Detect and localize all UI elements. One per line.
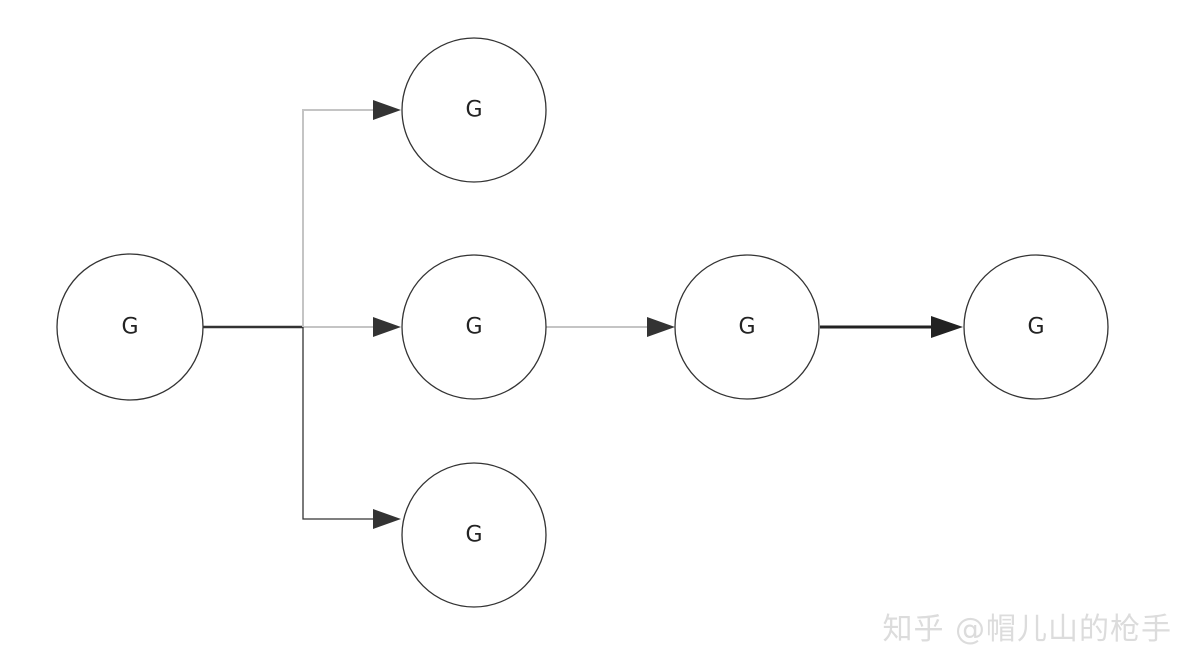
- node-circle: [674, 254, 820, 400]
- edge-to-top-node: [302, 109, 378, 327]
- edge-to-bottom-node: [302, 327, 378, 520]
- node-circle: [401, 37, 547, 183]
- watermark-text: 知乎 @帽儿山的枪手: [882, 612, 1172, 647]
- node-top: G: [401, 37, 547, 183]
- node-circle: [401, 254, 547, 400]
- node-label: G: [465, 523, 482, 548]
- node-circle: [56, 253, 204, 401]
- node-circle: [963, 254, 1109, 400]
- node-left: G: [56, 253, 204, 401]
- arrowhead-middle-node: [373, 317, 401, 337]
- arrowhead-top-node: [373, 100, 401, 120]
- node-bottom: G: [401, 462, 547, 608]
- node-far-right: G: [963, 254, 1109, 400]
- arrowhead-far-right-node: [931, 316, 963, 338]
- node-label: G: [121, 315, 138, 340]
- arrowhead-bottom-node: [373, 509, 401, 529]
- node-right: G: [674, 254, 820, 400]
- node-label: G: [465, 315, 482, 340]
- node-label: G: [465, 98, 482, 123]
- node-circle: [401, 462, 547, 608]
- node-label: G: [738, 315, 755, 340]
- arrowhead-right-node: [647, 317, 675, 337]
- node-middle: G: [401, 254, 547, 400]
- node-label: G: [1027, 315, 1044, 340]
